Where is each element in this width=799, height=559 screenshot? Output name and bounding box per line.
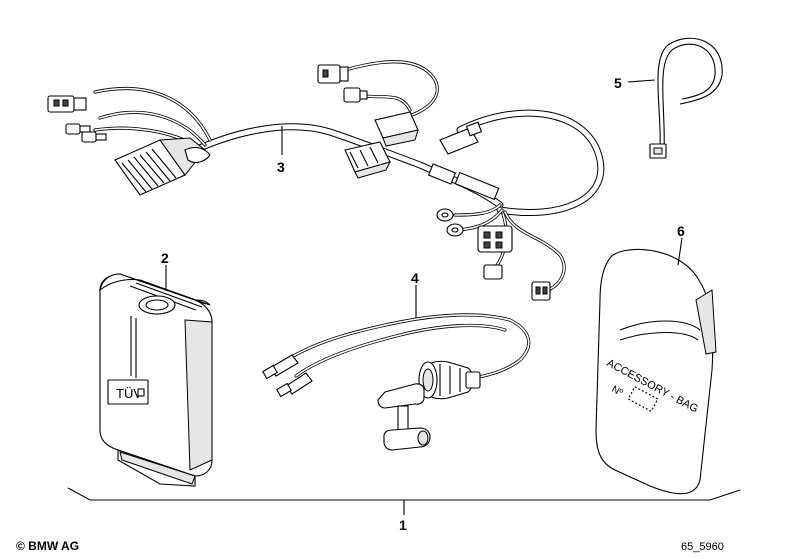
spade-terminal xyxy=(65,123,107,143)
key-icon xyxy=(377,383,431,451)
callout-4: 4 xyxy=(411,270,419,286)
two-pin-connector xyxy=(47,95,87,113)
callout-1: 1 xyxy=(399,517,407,533)
ignition-switch xyxy=(262,313,531,451)
ring-terminal xyxy=(436,208,464,237)
end-plug-connector xyxy=(483,264,551,301)
multi-pin-connector xyxy=(114,137,211,196)
flat-plug-terminal xyxy=(262,354,313,398)
drawing-number: 65_5960 xyxy=(681,541,724,553)
callout-leaders xyxy=(67,79,741,515)
branch-connector xyxy=(439,121,483,155)
top-plug-connector xyxy=(317,64,368,103)
copyright-notice: © BMW AG xyxy=(16,539,80,553)
callout-6: 6 xyxy=(677,223,685,239)
callout-5: 5 xyxy=(614,75,622,91)
cable-tie xyxy=(649,37,723,159)
relay-connector xyxy=(344,111,419,179)
callout-3: 3 xyxy=(277,159,285,175)
accessory-bag: ACCESSORY - BAG Nº xyxy=(595,248,717,495)
wiring-harness xyxy=(47,60,605,301)
switch-body xyxy=(418,360,481,400)
square-connector xyxy=(477,225,513,253)
accessory-bag-number-label: Nº xyxy=(610,384,625,399)
callout-2: 2 xyxy=(161,250,169,266)
tuv-badge: TÜV xyxy=(116,386,142,401)
control-unit: TÜV xyxy=(99,273,213,487)
